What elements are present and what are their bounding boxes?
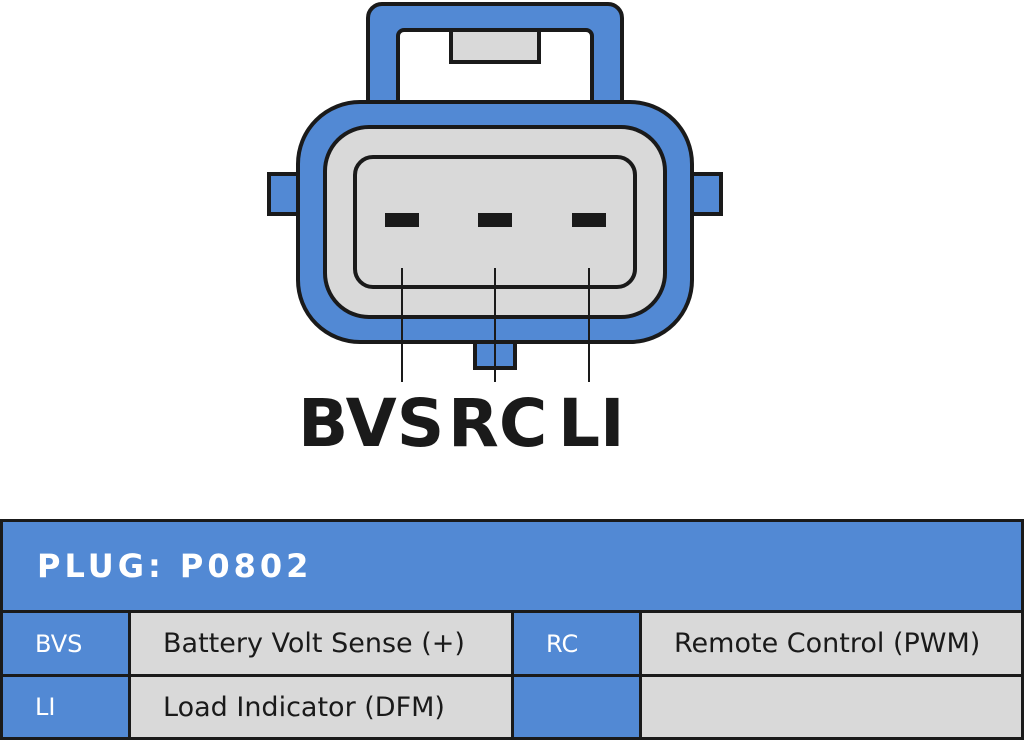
description-cell-bvs: Battery Volt Sense (+)	[131, 613, 511, 674]
code-cell-bvs: BVS	[3, 613, 128, 674]
code-cell-li: LI	[3, 677, 128, 737]
pin-2-terminal	[478, 213, 512, 227]
pinout-table: PLUG: P0802 BVS Battery Volt Sense (+) R…	[0, 519, 1024, 740]
code-cell-empty	[514, 677, 639, 737]
description-cell-empty	[642, 677, 1021, 737]
pin-label-li: LI	[558, 385, 625, 462]
latch	[366, 2, 624, 124]
table-header: PLUG: P0802	[3, 522, 1021, 610]
code-cell-rc: RC	[514, 613, 639, 674]
connector-diagram: BVS RC LI	[267, 2, 723, 462]
pin-3-terminal	[572, 213, 606, 227]
plug-title: PLUG: P0802	[37, 547, 313, 585]
pin-1-terminal	[385, 213, 419, 227]
description-cell-rc: Remote Control (PWM)	[642, 613, 1021, 674]
description-cell-li: Load Indicator (DFM)	[131, 677, 511, 737]
pin-label-bvs: BVS	[298, 385, 444, 462]
pin-label-rc: RC	[448, 385, 547, 462]
